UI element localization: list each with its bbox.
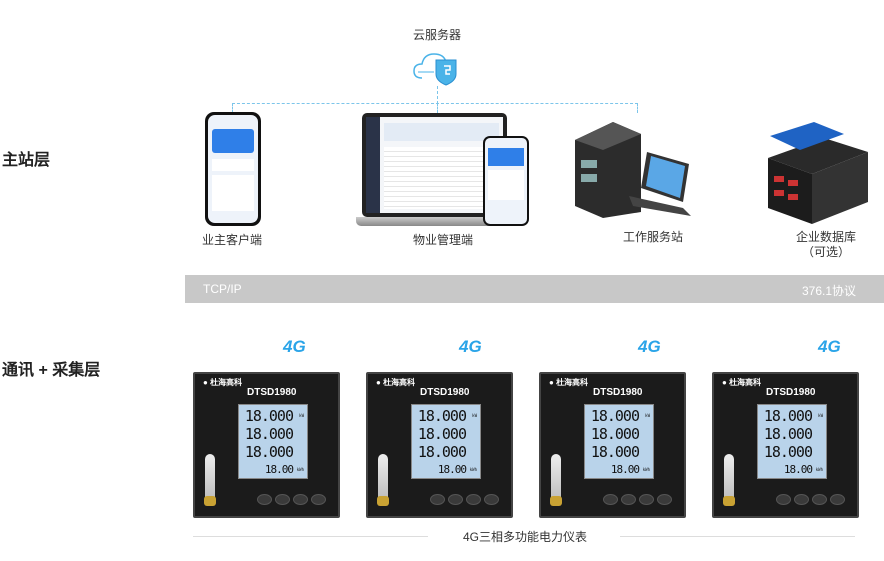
- device-label: 业主客户端: [201, 233, 263, 247]
- 4g-badge-icon: 4G: [283, 337, 306, 356]
- reading: 18.000: [763, 425, 813, 443]
- reading: 18.00: [610, 463, 640, 476]
- smartphone-icon: [205, 112, 261, 226]
- up-button[interactable]: [776, 494, 791, 505]
- antenna-icon: [550, 454, 562, 506]
- antenna-icon: [723, 454, 735, 506]
- connector: [437, 86, 438, 104]
- power-meter: ● 杜海高科 DTSD1980 18.000 18.000 18.000 18.…: [712, 372, 859, 518]
- down-button[interactable]: [794, 494, 809, 505]
- brand-logo: ● 杜海高科: [549, 377, 588, 388]
- meter-model: DTSD1980: [593, 387, 643, 398]
- reading: 18.000: [417, 443, 467, 461]
- unit: kWh: [815, 467, 823, 472]
- lcd-display: 18.000 18.000 18.000 18.00 kW kWh: [238, 404, 308, 479]
- workstation-icon: [575, 122, 691, 218]
- reading: 18.000: [763, 407, 813, 425]
- unit: kW: [472, 413, 477, 418]
- 4g-badge-icon: 4G: [818, 337, 841, 356]
- laptop-icon: [362, 113, 507, 217]
- down-button[interactable]: [448, 494, 463, 505]
- meter-model: DTSD1980: [420, 387, 470, 398]
- unit: kWh: [296, 467, 304, 472]
- up-button[interactable]: [603, 494, 618, 505]
- reading: 18.000: [244, 425, 294, 443]
- brand-dot-icon: ●: [722, 378, 730, 387]
- brand-name: 杜海高科: [729, 378, 762, 387]
- antenna-icon: [377, 454, 389, 506]
- reading: 18.000: [590, 407, 640, 425]
- reading: 18.00: [437, 463, 467, 476]
- antenna-icon: [204, 454, 216, 506]
- device-label: 企业数据库: [795, 230, 857, 244]
- brand-dot-icon: ●: [203, 378, 211, 387]
- smartphone-icon: [483, 136, 529, 226]
- enter-button[interactable]: [830, 494, 845, 505]
- unit: kW: [818, 413, 823, 418]
- device-label: 物业管理端: [412, 233, 474, 247]
- up-button[interactable]: [430, 494, 445, 505]
- brand-dot-icon: ●: [376, 378, 384, 387]
- meter-model: DTSD1980: [247, 387, 297, 398]
- device-sublabel: （可选）: [801, 245, 851, 259]
- divider: [620, 536, 855, 537]
- brand-name: 杜海高科: [383, 378, 416, 387]
- brand-name: 杜海高科: [210, 378, 243, 387]
- back-button[interactable]: [639, 494, 654, 505]
- down-button[interactable]: [275, 494, 290, 505]
- reading: 18.000: [417, 407, 467, 425]
- unit: kWh: [642, 467, 650, 472]
- meter-caption: 4G三相多功能电力仪表: [462, 530, 588, 544]
- 4g-badge-icon: 4G: [638, 337, 661, 356]
- reading: 18.000: [590, 425, 640, 443]
- power-meter: ● 杜海高科 DTSD1980 18.000 18.000 18.000 18.…: [539, 372, 686, 518]
- reading: 18.000: [417, 425, 467, 443]
- brand-logo: ● 杜海高科: [722, 377, 761, 388]
- up-button[interactable]: [257, 494, 272, 505]
- cloud-label: 云服务器: [412, 28, 462, 42]
- lcd-display: 18.000 18.000 18.000 18.00 kW kWh: [757, 404, 827, 479]
- connector: [232, 103, 638, 104]
- reading: 18.00: [264, 463, 294, 476]
- unit: kW: [299, 413, 304, 418]
- connector: [637, 103, 638, 113]
- layer-label-comm: 通讯 + 采集层: [2, 362, 101, 379]
- connector: [232, 103, 233, 113]
- brand-logo: ● 杜海高科: [203, 377, 242, 388]
- lcd-display: 18.000 18.000 18.000 18.00 kW kWh: [584, 404, 654, 479]
- power-meter: ● 杜海高科 DTSD1980 18.000 18.000 18.000 18.…: [193, 372, 340, 518]
- reading: 18.000: [763, 443, 813, 461]
- protocol-right: 376.1协议: [801, 284, 856, 298]
- cloud-shield-icon: [413, 53, 457, 86]
- enter-button[interactable]: [311, 494, 326, 505]
- protocol-bar: TCP/IP 376.1协议: [185, 275, 884, 303]
- database-server-icon: [768, 122, 868, 224]
- divider: [193, 536, 428, 537]
- reading: 18.000: [244, 443, 294, 461]
- power-meter: ● 杜海高科 DTSD1980 18.000 18.000 18.000 18.…: [366, 372, 513, 518]
- device-label: 工作服务站: [622, 230, 684, 244]
- reading: 18.00: [783, 463, 813, 476]
- down-button[interactable]: [621, 494, 636, 505]
- brand-logo: ● 杜海高科: [376, 377, 415, 388]
- 4g-badge-icon: 4G: [459, 337, 482, 356]
- enter-button[interactable]: [484, 494, 499, 505]
- connector: [437, 103, 438, 113]
- back-button[interactable]: [812, 494, 827, 505]
- back-button[interactable]: [466, 494, 481, 505]
- enter-button[interactable]: [657, 494, 672, 505]
- protocol-left: TCP/IP: [203, 282, 242, 296]
- back-button[interactable]: [293, 494, 308, 505]
- unit: kWh: [469, 467, 477, 472]
- unit: kW: [645, 413, 650, 418]
- reading: 18.000: [590, 443, 640, 461]
- reading: 18.000: [244, 407, 294, 425]
- meter-model: DTSD1980: [766, 387, 816, 398]
- brand-name: 杜海高科: [556, 378, 589, 387]
- lcd-display: 18.000 18.000 18.000 18.00 kW kWh: [411, 404, 481, 479]
- laptop-base: [356, 217, 514, 226]
- brand-dot-icon: ●: [549, 378, 557, 387]
- layer-label-master: 主站层: [2, 152, 51, 169]
